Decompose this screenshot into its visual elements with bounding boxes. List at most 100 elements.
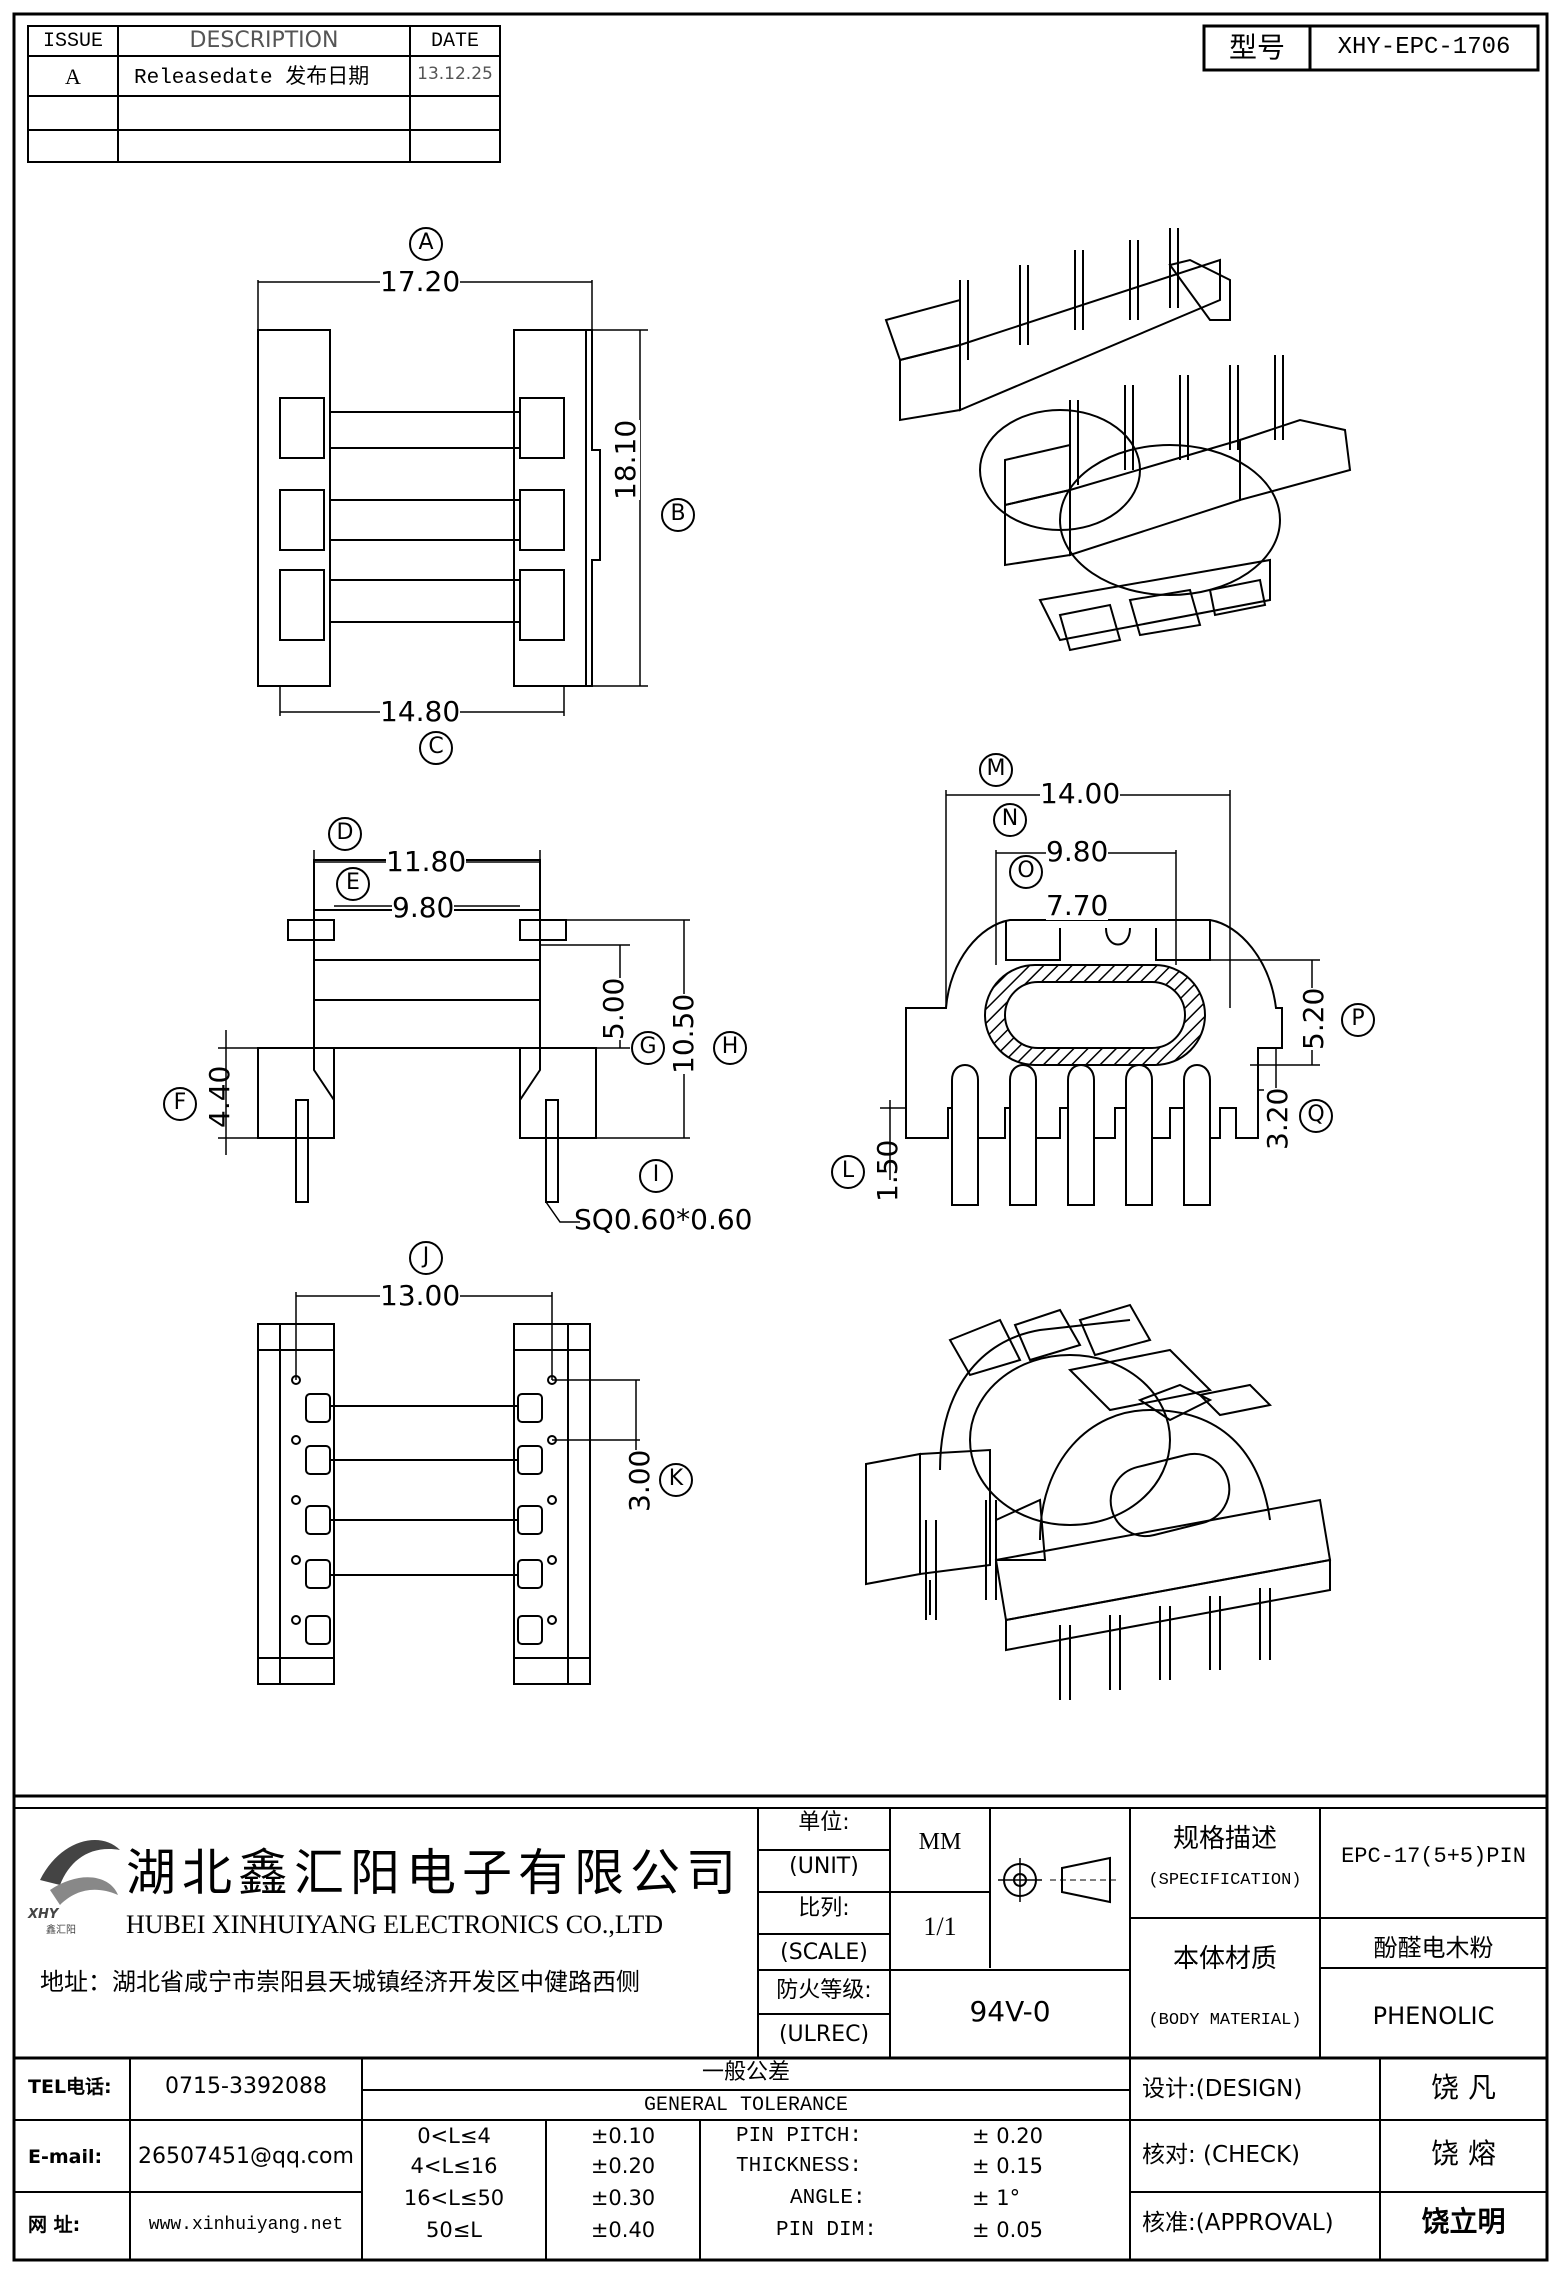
callout-g: G: [639, 1034, 657, 1059]
company-name-cn: 湖北鑫汇阳电子有限公司: [126, 1845, 742, 1901]
callout-h: H: [721, 1034, 739, 1059]
ulrec-label-en: (ULREC): [778, 2022, 870, 2047]
callout-a: A: [418, 230, 434, 255]
material-label-en: (BODY MATERIAL): [1148, 2011, 1302, 2030]
rev-header-date: DATE: [430, 30, 479, 53]
rev-header-issue: ISSUE: [42, 30, 103, 53]
company-logo-mark: [40, 1840, 120, 1905]
spec-value: EPC-17(5+5)PIN: [1341, 1844, 1526, 1869]
spec-label-en: (SPECIFICATION): [1148, 1871, 1302, 1890]
signoff-design-label: 设计:(DESIGN): [1142, 2076, 1303, 2102]
pin-holes: [291, 1375, 557, 1625]
dim-m: 14.00: [1040, 777, 1121, 810]
rev-row-date: 13.12.25: [417, 64, 493, 84]
iso-view-bottom: [865, 1303, 1332, 1700]
email-value: 26507451@qq.com: [138, 2144, 354, 2169]
spec-label-cn: 规格描述: [1172, 1824, 1277, 1854]
scale-label-en: (SCALE): [780, 1940, 868, 1965]
spec-tol-value: ± 1°: [972, 2186, 1021, 2210]
dim-j: 13.00: [380, 1279, 461, 1312]
dim-q: 3.20: [1261, 1087, 1294, 1150]
dim-f: 4.40: [203, 1065, 236, 1128]
dim-e: 9.80: [392, 891, 455, 924]
tol-range: 4<L≤16: [410, 2154, 498, 2178]
company-name-en: HUBEI XINHUIYANG ELECTRONICS CO.,LTD: [126, 1910, 664, 1939]
scale-value: 1/1: [923, 1912, 957, 1941]
tel-value: 0715-3392088: [165, 2074, 327, 2099]
unit-value: MM: [918, 1829, 962, 1855]
email-label: E-mail:: [28, 2146, 103, 2168]
material-value-cn: 酚醛电木粉: [1373, 1934, 1494, 1962]
unit-label-cn: 单位:: [798, 1810, 850, 1835]
rev-row-issue: A: [65, 64, 81, 89]
ulrec-value: 94V-0: [969, 1995, 1051, 2028]
tolerance-title-cn: 一般公差: [701, 2060, 790, 2085]
dim-i: SQ0.60*0.60: [574, 1203, 753, 1236]
signoff-check-label: 核对: (CHECK): [1142, 2142, 1301, 2168]
dim-d: 11.80: [386, 845, 467, 878]
callout-c: C: [428, 734, 444, 759]
tel-label: TEL电话:: [28, 2076, 112, 2098]
callout-o: O: [1017, 858, 1035, 883]
spec-tol-value: ± 0.05: [972, 2218, 1044, 2242]
spec-tol-label: THICKNESS:: [736, 2155, 863, 2178]
signoff-approval-name: 饶立明: [1421, 2205, 1506, 2238]
signoff-approval-label: 核准:(APPROVAL): [1142, 2210, 1334, 2236]
spec-tol-value: ± 0.15: [972, 2154, 1044, 2178]
logo-sub: 鑫汇阳: [46, 1925, 76, 1936]
ulrec-label-cn: 防火等级:: [776, 1978, 872, 2003]
callout-p: P: [1351, 1006, 1365, 1031]
callout-f: F: [173, 1090, 187, 1115]
front-pins: [951, 1064, 1211, 1206]
tol-value: ±0.10: [590, 2124, 656, 2148]
signoff-check-name: 饶 熔: [1431, 2137, 1496, 2170]
tol-range: 50≤L: [425, 2218, 483, 2242]
tol-range: 16<L≤50: [403, 2186, 505, 2210]
tol-value: ±0.40: [590, 2218, 656, 2242]
iso-view-top: [884, 228, 1352, 652]
side-view: [163, 817, 747, 1223]
dim-k: 3.00: [623, 1449, 656, 1512]
web-value: www.xinhuiyang.net: [148, 2215, 344, 2235]
dim-b: 18.10: [609, 419, 642, 500]
dim-g: 5.00: [597, 977, 630, 1040]
tolerance-title-en: GENERAL TOLERANCE: [643, 2094, 849, 2117]
spec-tol-value: ± 0.20: [972, 2124, 1044, 2148]
front-view: [831, 753, 1375, 1206]
dim-a: 17.20: [380, 265, 461, 298]
logo-text: XHY: [28, 1907, 59, 1922]
iso-pins-bottom: [925, 1500, 1271, 1700]
scale-label-cn: 比列:: [798, 1896, 850, 1921]
callout-b: B: [670, 501, 686, 526]
callout-q: Q: [1307, 1102, 1325, 1127]
tol-value: ±0.20: [590, 2154, 656, 2178]
dim-h: 10.50: [667, 993, 700, 1074]
dim-c: 14.80: [380, 695, 461, 728]
model-box-grid: [1202, 24, 1540, 72]
rev-row-description: Releasedate 发布日期: [134, 67, 370, 90]
spec-tol-label: PIN DIM:: [776, 2219, 877, 2242]
top-view: [257, 227, 695, 765]
dim-l: 1.50: [871, 1139, 904, 1202]
model-label: 型号: [1228, 31, 1285, 64]
signoff-design-name: 饶 凡: [1431, 2071, 1496, 2104]
material-value-en: PHENOLIC: [1372, 2002, 1495, 2030]
dim-p: 5.20: [1297, 987, 1330, 1050]
bottom-view: [257, 1241, 693, 1685]
revision-table-grid: [27, 25, 501, 163]
callout-l: L: [841, 1158, 855, 1183]
title-block-grid: [12, 1794, 1549, 2262]
rev-header-description: DESCRIPTION: [189, 28, 339, 53]
callout-j: J: [422, 1244, 430, 1269]
callout-k: K: [668, 1466, 684, 1491]
dim-o: 7.70: [1046, 889, 1109, 922]
callout-d: D: [336, 820, 354, 845]
callout-i: I: [652, 1162, 660, 1187]
spec-tol-label: PIN PITCH:: [736, 2125, 863, 2148]
model-number: XHY-EPC-1706: [1337, 34, 1511, 61]
callout-m: M: [986, 756, 1006, 781]
company-address: 地址：湖北省咸宁市崇阳县天城镇经济开发区中健路西侧: [40, 1968, 640, 1996]
material-label-cn: 本体材质: [1172, 1944, 1277, 1974]
tol-value: ±0.30: [590, 2186, 656, 2210]
